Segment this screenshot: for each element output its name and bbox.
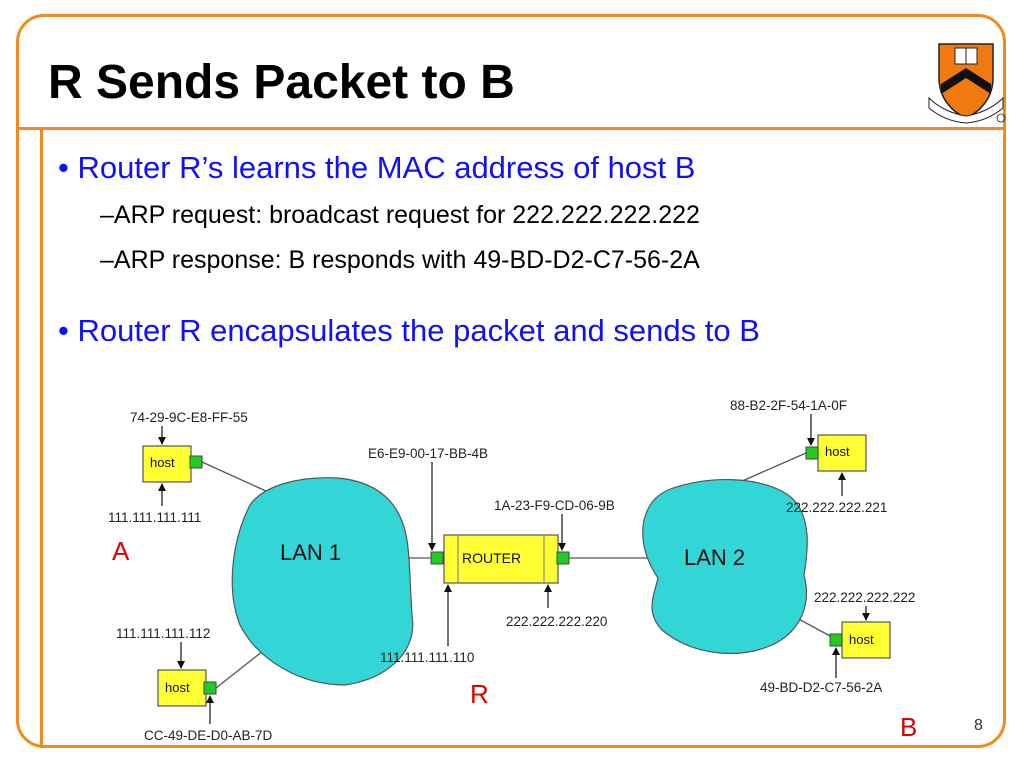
host-a-mac-label: 74-29-9C-E8-FF-55	[130, 410, 248, 425]
host-c-label: host	[165, 680, 190, 695]
annotation-a: A	[112, 536, 130, 566]
left-divider	[40, 127, 43, 748]
host-c: host	[157, 669, 207, 707]
router-label: ROUTER	[462, 550, 521, 566]
host-a-ip-label: 111.111.111.111	[108, 510, 201, 525]
host-b-port	[829, 633, 843, 647]
bullet-encapsulate: • Router R encapsulates the packet and s…	[58, 313, 760, 348]
princeton-crest-logo	[928, 43, 1006, 124]
router-lan1-ip-label: 111.111.111.110	[380, 650, 474, 665]
lan1-label: LAN 1	[280, 540, 341, 565]
sub-bullet-arp-response: –ARP response: B responds with 49-BD-D2-…	[100, 246, 700, 274]
host-a-port	[189, 455, 203, 469]
title-divider	[16, 127, 1006, 130]
lan2-cloud	[642, 479, 808, 654]
host-d-port	[805, 446, 819, 460]
router-port-lan1	[430, 551, 444, 565]
host-a-label: host	[150, 455, 175, 470]
slide-title: R Sends Packet to B	[48, 56, 515, 109]
router-lan2-mac-label: 1A-23-F9-CD-06-9B	[494, 498, 615, 513]
host-d-label: host	[825, 444, 850, 459]
page-number: 8	[974, 717, 983, 734]
lan2-label: LAN 2	[684, 545, 745, 570]
router-lan1-mac-label: E6-E9-00-17-BB-4B	[368, 446, 488, 461]
host-b: host	[841, 621, 891, 659]
link-host-a-lan1	[201, 461, 269, 493]
host-c-ip-label: 111.111.111.112	[116, 626, 210, 641]
host-d-ip-label: 222.222.222.221	[786, 500, 887, 515]
slide-frame	[16, 14, 1006, 748]
annotation-r: R	[470, 679, 489, 709]
link-host-d-lan2	[739, 452, 807, 483]
bullet-arp-learn: • Router R’s learns the MAC address of h…	[58, 150, 696, 185]
host-c-mac-label: CC-49-DE-D0-AB-7D	[144, 728, 273, 743]
router-lan2-ip-label: 222.222.222.220	[506, 614, 607, 629]
host-a: host	[142, 445, 192, 483]
lan1-cloud	[231, 477, 414, 686]
annotation-b: B	[900, 712, 917, 742]
host-c-port	[203, 681, 217, 695]
host-b-label: host	[849, 632, 874, 647]
router-device: ROUTER	[443, 534, 559, 584]
router-port-lan2	[556, 551, 570, 565]
host-b-ip-label: 222.222.222.222	[814, 590, 915, 605]
sub-bullet-arp-request: –ARP request: broadcast request for 222.…	[100, 201, 700, 229]
host-b-mac-label: 49-BD-D2-C7-56-2A	[760, 680, 882, 695]
address-arrows	[158, 414, 870, 724]
host-d-mac-label: 88-B2-2F-54-1A-0F	[730, 398, 847, 413]
host-d: host	[817, 434, 867, 472]
